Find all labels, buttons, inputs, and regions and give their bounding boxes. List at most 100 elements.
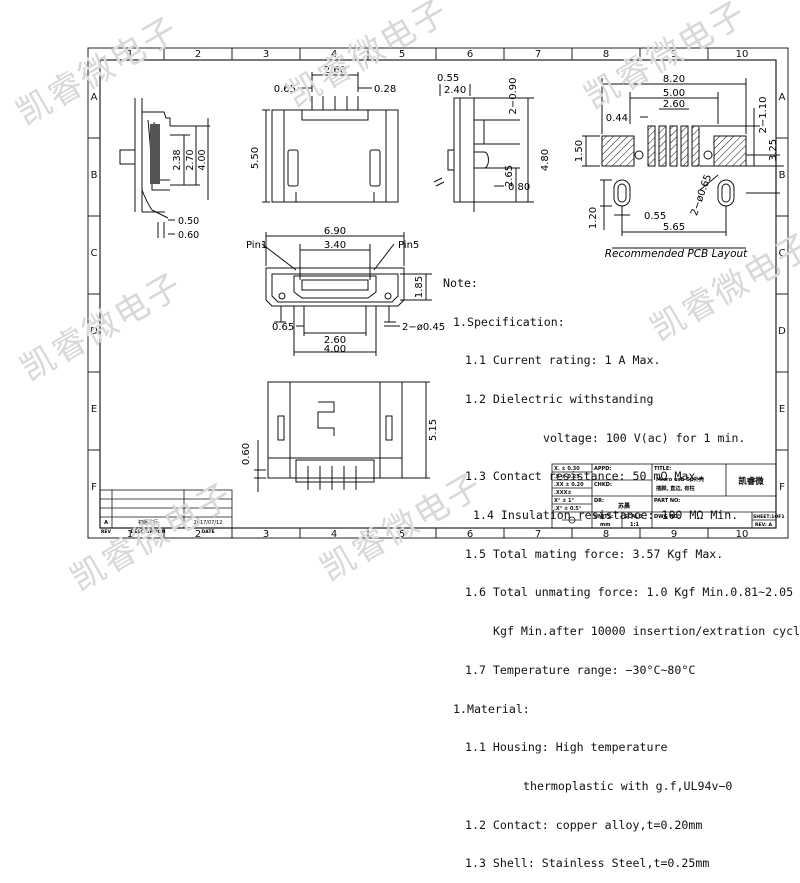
note-line: 1.2 Dielectric withstanding <box>465 391 654 406</box>
grid-row-label: F <box>779 482 785 493</box>
tb-company: 凯睿微 <box>738 476 764 487</box>
grid-row-label: F <box>91 482 97 493</box>
note-line: Note: <box>443 275 478 290</box>
rev-description: 初版发行 <box>138 519 158 526</box>
grid-row-label: D <box>778 326 786 337</box>
grid-column-label: 2 <box>195 529 201 540</box>
note-line: thermoplastic with g.f,UL94v−0 <box>523 778 733 793</box>
dim-pcb-hole: 2−ø0.65 <box>689 173 714 217</box>
dim-top-pin-width: 0.28 <box>374 84 396 95</box>
tb-scale: SCALE: <box>624 514 644 520</box>
grid-row-label: C <box>91 248 98 259</box>
tb-title-label: TITLE: <box>654 466 671 472</box>
tol-row-5: X° ± 1° <box>554 498 575 504</box>
rev-header-date: DATE <box>201 529 214 535</box>
tb-units: UNITS: <box>594 514 613 520</box>
pcb-layout <box>582 78 784 249</box>
note-line: 1.6 Total unmating force: 1.0 Kgf Min.0.… <box>465 585 794 600</box>
top-view <box>262 72 399 203</box>
side-view-left <box>119 98 210 238</box>
note-line: 1.Material: <box>453 701 530 716</box>
dim-side-right-d1: 0.55 <box>437 73 459 84</box>
note-line: 1.3 Shell: Stainless Steel,t=0.25mm <box>465 856 710 871</box>
dim-front-w2: 3.40 <box>324 240 346 251</box>
grid-row-label: C <box>779 248 786 259</box>
dim-top-pitch-span: 2.60 <box>324 65 346 76</box>
front-view <box>261 232 432 356</box>
note-line: 1.2 Contact: copper alloy,t=0.20mm <box>465 817 703 832</box>
note-line: 1.Specification: <box>453 314 565 329</box>
dim-pcb-w3: 2.60 <box>663 99 685 110</box>
dim-side-left-d1: 2.38 <box>172 149 183 170</box>
pcb-layout-caption: Recommended PCB Layout <box>605 248 748 260</box>
grid-row-label: A <box>91 92 98 103</box>
rev-date: 2017/07/12 <box>194 520 223 526</box>
dim-front-w4: 4.00 <box>324 344 346 355</box>
tol-row-2: .X ± 0.25 <box>554 474 580 480</box>
dim-front-w1: 6.90 <box>324 226 346 237</box>
dim-front-d2: 2−ø0.45 <box>402 322 445 333</box>
grid-row-label: A <box>779 92 786 103</box>
dim-side-right-d5: 2.65 <box>504 165 515 187</box>
note-line: 1.1 Housing: High temperature <box>465 740 668 755</box>
dim-pcb-h1: 2−1.10 <box>758 96 769 133</box>
tb-drawer: 苏晨 <box>618 502 631 510</box>
bottom-view <box>254 381 430 492</box>
grid-column-label: 7 <box>535 529 541 540</box>
grid-column-label: 5 <box>399 49 405 60</box>
grid-column-label: 1 <box>127 49 133 60</box>
tb-sheet: SHEET:1OF1 <box>753 514 785 520</box>
note-line: 1.5 Total mating force: 3.57 Kgf Max. <box>465 546 724 561</box>
dim-side-left-d2: 2.70 <box>185 149 196 170</box>
grid-column-label: 6 <box>467 49 473 60</box>
tol-row-4: .XXX± <box>554 490 572 496</box>
tb-title-line2: 插脚, 直边, 有柱 <box>656 484 695 492</box>
dim-top-pin-gap: 0.65 <box>274 84 296 95</box>
tb-chkd: CHKD: <box>594 482 612 488</box>
grid-column-label: 9 <box>671 529 677 540</box>
grid-row-label: B <box>91 170 98 181</box>
grid-column-label: 8 <box>603 49 609 60</box>
dim-side-left-d4: 0.50 <box>178 216 199 227</box>
grid-column-label: 4 <box>331 49 337 60</box>
dim-front-d1: 0.65 <box>272 322 294 333</box>
revision-block <box>99 489 233 529</box>
dim-side-left-d5: 0.60 <box>178 230 199 241</box>
dim-top-height: 5.50 <box>250 147 261 169</box>
note-line: 1.3 Contact resistance: 50 mΩ Max. <box>465 469 703 484</box>
note-line: 1.1 Current rating: 1 A Max. <box>465 353 661 368</box>
grid-row-label: E <box>779 404 785 415</box>
tb-part-no: PART NO: <box>654 498 680 504</box>
tb-dwg-no: DWG NO: <box>654 514 680 520</box>
grid-column-label: 6 <box>467 529 473 540</box>
dim-pcb-w1: 8.20 <box>663 74 685 85</box>
grid-column-label: 3 <box>263 49 269 60</box>
side-view-right <box>433 84 534 212</box>
rev-header-rev: REV <box>101 529 112 535</box>
label-pin5: Pin5 <box>398 240 419 251</box>
dim-side-right-d6: 0.80 <box>508 182 530 193</box>
tb-appd: APPD: <box>594 466 611 472</box>
grid-column-label: 8 <box>603 529 609 540</box>
tb-scale-val: 1:1 <box>630 522 639 528</box>
tol-row-3: .XX ± 0.20 <box>554 482 584 488</box>
grid-column-label: 9 <box>671 49 677 60</box>
title-block <box>551 463 777 529</box>
grid-ticks <box>88 48 788 538</box>
dim-side-right-d4: 4.80 <box>540 149 551 171</box>
rev-header-description: DESCRIPTION <box>131 529 166 535</box>
dim-pcb-d2: 1.20 <box>588 207 599 229</box>
tb-units-val: mm <box>600 522 610 528</box>
dim-front-h1: 1.85 <box>414 276 425 298</box>
dim-side-left-d3: 4.00 <box>197 149 208 170</box>
label-pin1: Pin1 <box>246 240 267 251</box>
tolerance-table: X. ± 0.30 .X ± 0.25 .XX ± 0.20 .XXX± X° … <box>554 466 584 512</box>
dim-pcb-w5: 5.65 <box>663 222 685 233</box>
dim-bottom-h2: 5.15 <box>428 419 439 441</box>
dim-pcb-h2: 1.50 <box>574 140 585 162</box>
